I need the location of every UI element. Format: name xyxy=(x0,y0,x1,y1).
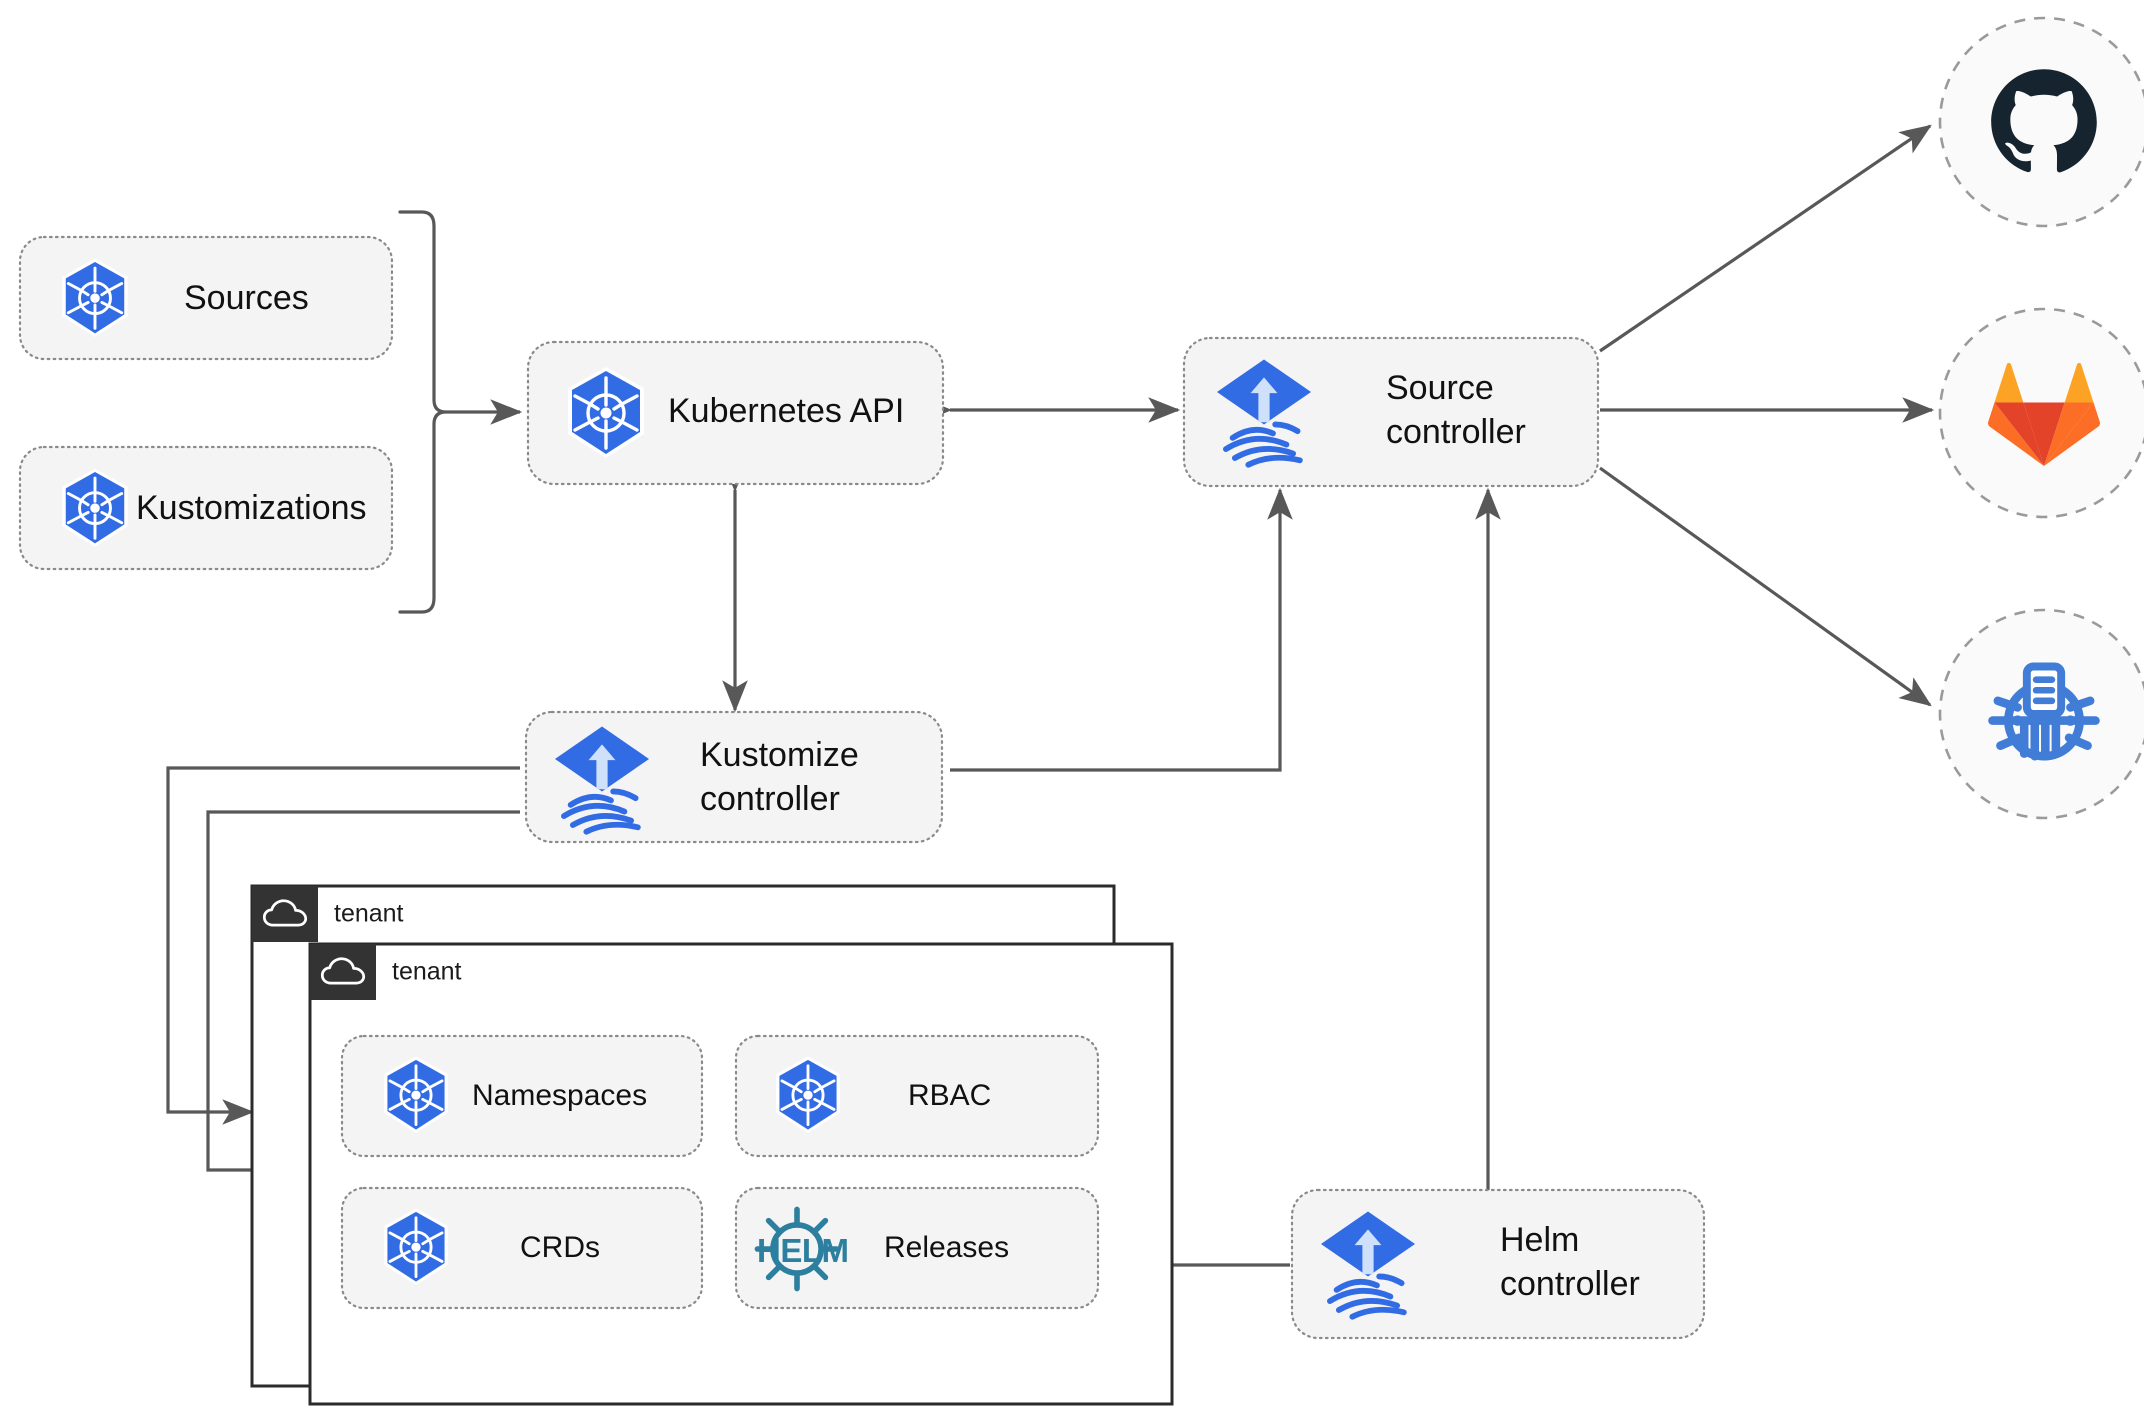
helm-controller-label-line2: controller xyxy=(1500,1265,1640,1303)
node-namespaces[interactable]: Namespaces xyxy=(340,1034,704,1158)
node-kubernetes-api[interactable]: Kubernetes API xyxy=(526,340,945,486)
sources-box xyxy=(18,235,394,361)
tenant-front-label: tenant xyxy=(392,958,462,986)
edge-source-controller-to-helm-repository xyxy=(1599,466,1932,707)
kustomizations-label: Kustomizations xyxy=(136,489,367,527)
source-controller-label-line1: Source xyxy=(1386,369,1494,407)
node-helm-controller[interactable]: Helm controller xyxy=(1290,1188,1706,1340)
helm-icon-wordmark: HELM xyxy=(757,1232,849,1269)
node-kustomizations[interactable]: Kustomizations xyxy=(18,445,394,571)
node-sources[interactable]: Sources xyxy=(18,235,394,361)
github-circle xyxy=(1938,16,2144,228)
releases-label: Releases xyxy=(884,1231,1009,1264)
node-kustomize-controller[interactable]: Kustomize controller xyxy=(524,710,944,844)
node-source-controller[interactable]: Source controller xyxy=(1182,336,1600,488)
source-controller-label-line2: controller xyxy=(1386,413,1526,451)
tenant-back-tab xyxy=(252,886,318,942)
node-rbac[interactable]: RBAC xyxy=(734,1034,1100,1158)
resources-brace xyxy=(398,210,447,614)
rbac-label: RBAC xyxy=(908,1079,991,1112)
tenant-front-tab xyxy=(310,944,376,1000)
kubernetes-api-label: Kubernetes API xyxy=(668,392,904,430)
sources-label: Sources xyxy=(184,279,309,317)
tenant-front-window[interactable]: tenant xyxy=(308,942,1174,1406)
rbac-box xyxy=(734,1034,1100,1158)
external-gitlab[interactable] xyxy=(1938,307,2144,519)
kustomizations-box xyxy=(18,445,394,571)
kustomize-controller-label-line1: Kustomize xyxy=(700,736,859,774)
external-helm-repository[interactable] xyxy=(1938,608,2144,820)
edge-kustomize-controller-to-source-controller xyxy=(950,487,1293,772)
helm-controller-box xyxy=(1290,1188,1706,1340)
edge-source-controller-to-github xyxy=(1599,124,1932,353)
node-crds[interactable]: CRDs xyxy=(340,1186,704,1310)
kubernetes-api-box xyxy=(526,340,945,486)
external-github[interactable] xyxy=(1938,16,2144,228)
node-releases[interactable]: HELM Releases xyxy=(734,1186,1100,1310)
tenant-front-frame xyxy=(308,942,1174,1406)
crds-label: CRDs xyxy=(520,1231,600,1264)
edge-kustomize-controller-to-tenant-back xyxy=(166,766,520,1125)
tenant-back-label: tenant xyxy=(334,900,404,928)
kustomize-controller-label-line2: controller xyxy=(700,780,840,818)
namespaces-label: Namespaces xyxy=(472,1079,647,1112)
kustomize-controller-box xyxy=(524,710,944,844)
helm-controller-label-line1: Helm xyxy=(1500,1221,1579,1259)
